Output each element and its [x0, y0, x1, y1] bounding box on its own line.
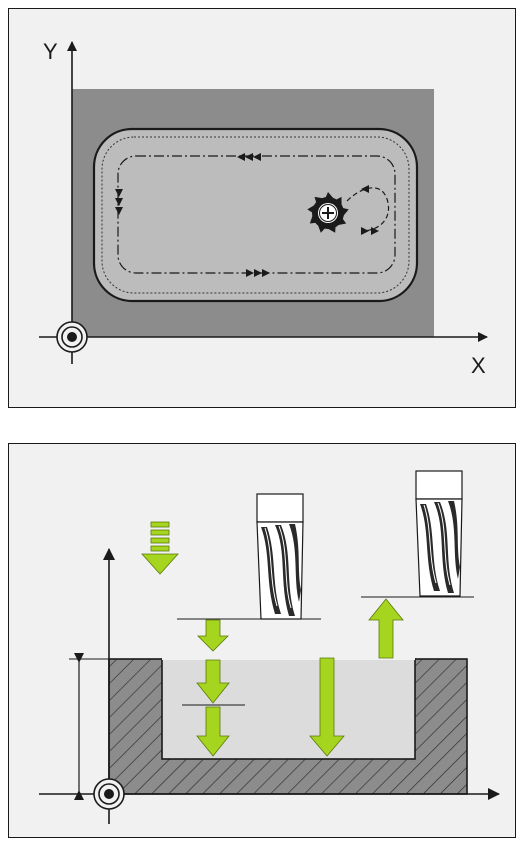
x-axis-label: X	[471, 353, 486, 378]
pocket-plan-view-panel: Y X	[8, 8, 516, 408]
approach-arrowheads	[361, 185, 379, 235]
milling-cutter-icon	[307, 192, 349, 233]
tool-approach-path	[346, 187, 390, 232]
retract-arrow	[368, 598, 404, 659]
infeed-arrow-3	[196, 706, 230, 757]
pocket-outline	[92, 127, 419, 303]
end-mill-icon	[256, 493, 304, 620]
infeed-arrow-1	[197, 619, 229, 652]
infeed-arrow-total-depth	[309, 657, 345, 757]
finishing-path	[101, 136, 410, 294]
pocket-cavity	[161, 658, 416, 760]
datum-icon	[56, 321, 88, 353]
roughing-path	[117, 155, 396, 274]
pocket-plan-view-diagram: Y X	[39, 39, 488, 378]
pocket-section-view-panel	[8, 443, 516, 838]
pocket-section-view-diagram	[39, 470, 500, 824]
y-axis-label: Y	[43, 39, 58, 64]
infeed-arrow-icon	[141, 521, 179, 575]
path-direction-arrows-bottom	[246, 269, 270, 277]
path-direction-arrows-top	[237, 153, 261, 161]
path-direction-arrows-left	[115, 189, 123, 215]
end-mill-retracted-icon	[415, 470, 463, 597]
datum-icon	[93, 778, 125, 810]
infeed-arrow-2	[196, 659, 230, 704]
